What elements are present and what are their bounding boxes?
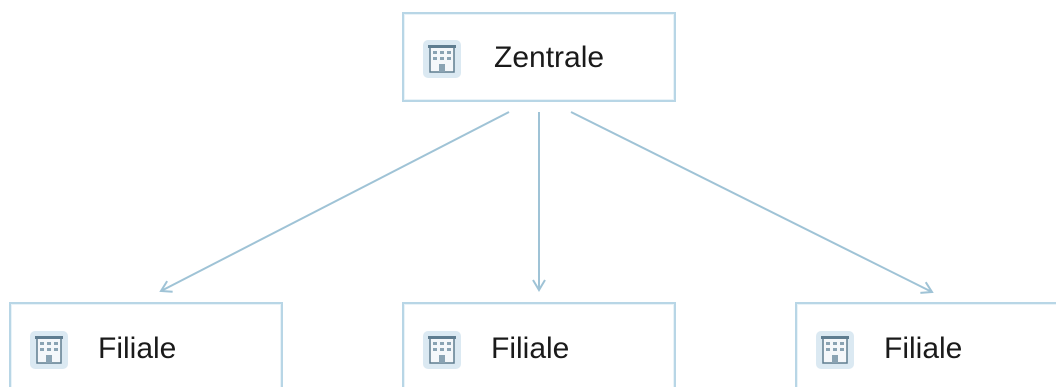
connector-to-left-branch: [159, 111, 510, 293]
node-label: Filiale: [884, 332, 963, 365]
node-branch-3[interactable]: Filiale: [795, 302, 1056, 387]
connector-to-right-branch: [570, 111, 934, 294]
node-headquarters[interactable]: Zentrale: [402, 12, 676, 102]
node-label: Filiale: [491, 332, 570, 365]
node-label: Zentrale: [494, 41, 605, 74]
node-branch-2[interactable]: Filiale: [402, 302, 676, 387]
building-icon: [422, 330, 462, 370]
node-branch-1[interactable]: Filiale: [9, 302, 283, 387]
building-icon: [29, 330, 69, 370]
building-icon: [422, 39, 462, 79]
building-icon: [815, 330, 855, 370]
node-label: Filiale: [98, 332, 177, 365]
